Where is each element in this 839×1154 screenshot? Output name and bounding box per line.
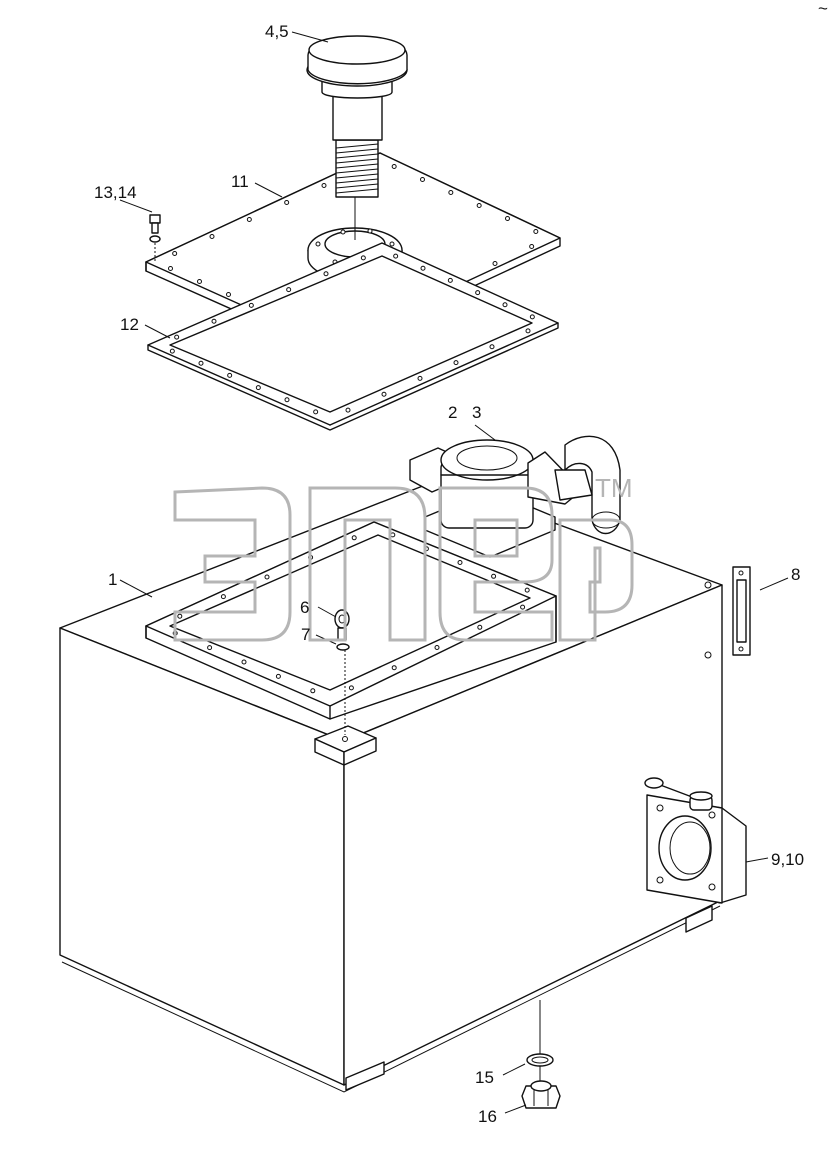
bolt-hole [345,407,351,413]
callout-9-10: 9,10 [771,850,804,869]
bolt-hole [226,292,231,297]
bolt-hole [505,216,510,221]
bolt-hole [172,251,178,256]
callout-8: 8 [791,565,800,584]
bolt-hole [313,409,319,415]
watermark-logo: TM [173,473,634,642]
bolt-hole [489,344,495,350]
callout-12: 12 [120,315,139,334]
bolt-hole [491,573,497,579]
bolt-hole [198,360,204,366]
bolt-hole [434,645,440,650]
bolt-hole [492,261,498,266]
leader-lines [119,31,789,1114]
drain-plug [521,1080,561,1109]
bolt-hole [255,385,261,391]
callout-11: 11 [231,172,249,191]
callout-15: 15 [475,1068,494,1087]
thread-line [335,148,379,154]
gasket [147,242,559,431]
bolt-hole [420,177,425,182]
bolt-hole [533,229,539,234]
tank-body [59,479,723,1093]
bolt-hole [227,372,233,378]
bolt-hole [246,217,252,222]
bolt-hole [284,397,290,403]
suction-flange-valve [644,777,747,904]
bolt-hole [420,265,426,271]
bolt-hole [391,164,397,169]
bolt-hole [348,685,354,691]
bolt-hole [529,314,535,320]
bolt-hole [360,255,366,261]
bolt-hole [525,328,531,334]
bolt-hole [197,279,202,284]
bolt-hole [381,391,387,397]
bolt-hole [529,244,535,249]
bolt-hole [211,318,217,324]
bolt-hole [448,190,454,195]
bolt-hole [417,375,423,381]
thread-line [335,183,379,189]
bolt-hole [476,203,482,208]
filler-breather-cap [306,35,408,240]
breather-port-block [314,650,377,766]
bolt-hole [207,645,213,651]
bolt-hole [310,688,316,694]
thread-line [335,153,379,159]
bolt-hole [453,360,459,366]
bolt-hole [248,302,254,308]
motor-pump-unit [409,435,621,558]
callout-4-5: 4,5 [265,22,289,41]
thread-line [335,158,379,164]
callout-labels: 4,5 13,14 11 12 2 3 1 6 7 8 9,10 15 16 ~ [94,0,828,1126]
bolt-hole [168,266,173,271]
bolt-hole [475,290,481,296]
thread-line [335,188,379,194]
thread-line [335,173,379,179]
bolt-hole [323,271,329,277]
inspection-flange-frame [145,521,557,720]
bolt-hole [169,348,175,354]
callout-1: 1 [108,570,117,589]
bolt-hole [174,334,180,340]
bolt-hole [275,673,281,679]
bolt-hole [477,624,483,630]
corner-mark: ~ [818,0,828,18]
screw-washer [149,214,161,262]
bolt-hole [520,604,526,610]
drain-seal-ring [526,1053,554,1067]
bolt-hole [321,183,327,188]
callout-13-14: 13,14 [94,183,137,202]
bolt-hole [457,560,463,565]
callout-7: 7 [301,625,310,644]
bolt-hole [447,277,453,283]
bolt-hole [177,613,183,619]
bolt-hole [393,253,399,259]
thread-line [335,163,379,169]
bolt-hole [351,535,357,541]
bolt-hole [286,287,292,293]
callout-6: 6 [300,598,309,617]
sight-glass-gauge [704,566,751,659]
bolt-hole [284,200,290,205]
watermark-trademark: TM [595,473,633,503]
bolt-hole [220,594,226,600]
bolt-hole [264,574,270,580]
callout-3: 3 [472,403,481,422]
bolt-hole [209,234,215,239]
thread-line [335,178,379,184]
callout-2: 2 [448,403,457,422]
thread-line [335,168,379,174]
bolt-hole [524,587,530,593]
callout-16: 16 [478,1107,497,1126]
thread-line [335,143,379,149]
bolt-hole [241,659,247,665]
bolt-hole [502,302,508,308]
bolt-hole [391,665,397,671]
